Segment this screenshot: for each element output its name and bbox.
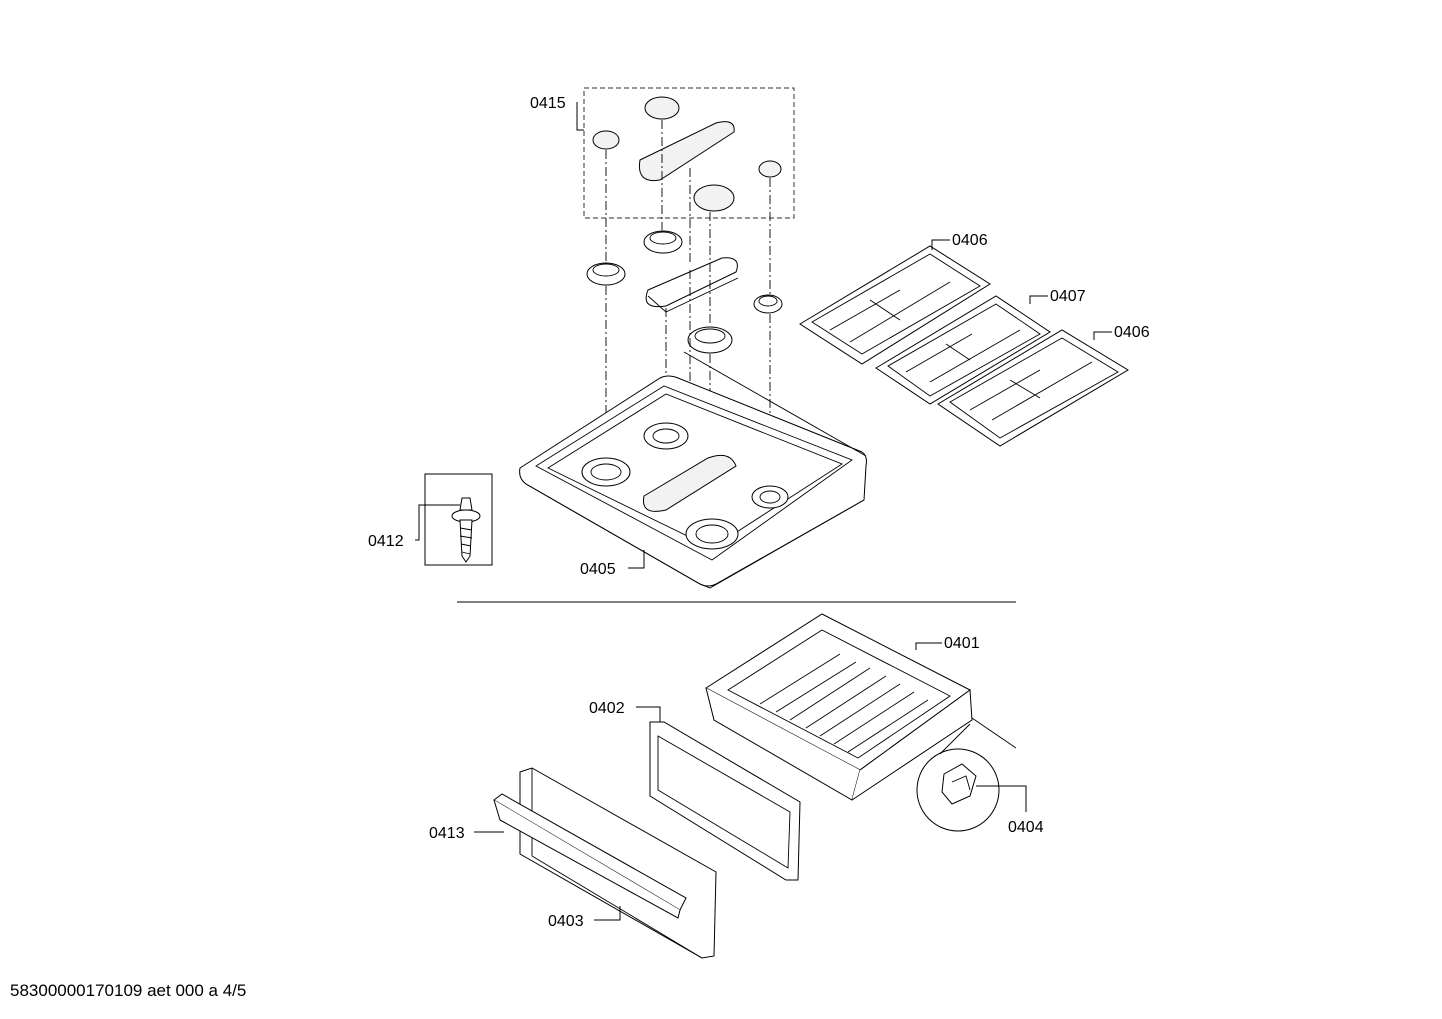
label-0407: 0407 [1050,288,1086,305]
label-0404: 0404 [1008,819,1044,836]
burner-heads [586,230,783,354]
label-0406-top: 0406 [952,232,988,249]
label-0406-bottom: 0406 [1114,324,1150,341]
burner-grates [799,245,1129,447]
burner-caps-group [583,87,795,219]
drawer-box [705,613,973,801]
label-0413: 0413 [429,825,465,842]
clip-detail [916,717,1017,832]
label-0412: 0412 [368,533,404,550]
label-0401: 0401 [944,635,980,652]
inner-door-panel [649,721,801,881]
leader-lines [415,102,1112,921]
cooktop-pan [519,351,867,589]
label-0403: 0403 [548,913,584,930]
label-0405: 0405 [580,561,616,578]
document-footer-code: 58300000170109 aet 000 a 4/5 [10,981,247,1000]
screw-detail [424,473,493,566]
part-labels: 0415 0406 0407 0406 0412 0405 0401 0402 … [368,95,1150,930]
drawer-front [493,767,717,959]
label-0415: 0415 [530,95,566,112]
label-0402: 0402 [589,700,625,717]
